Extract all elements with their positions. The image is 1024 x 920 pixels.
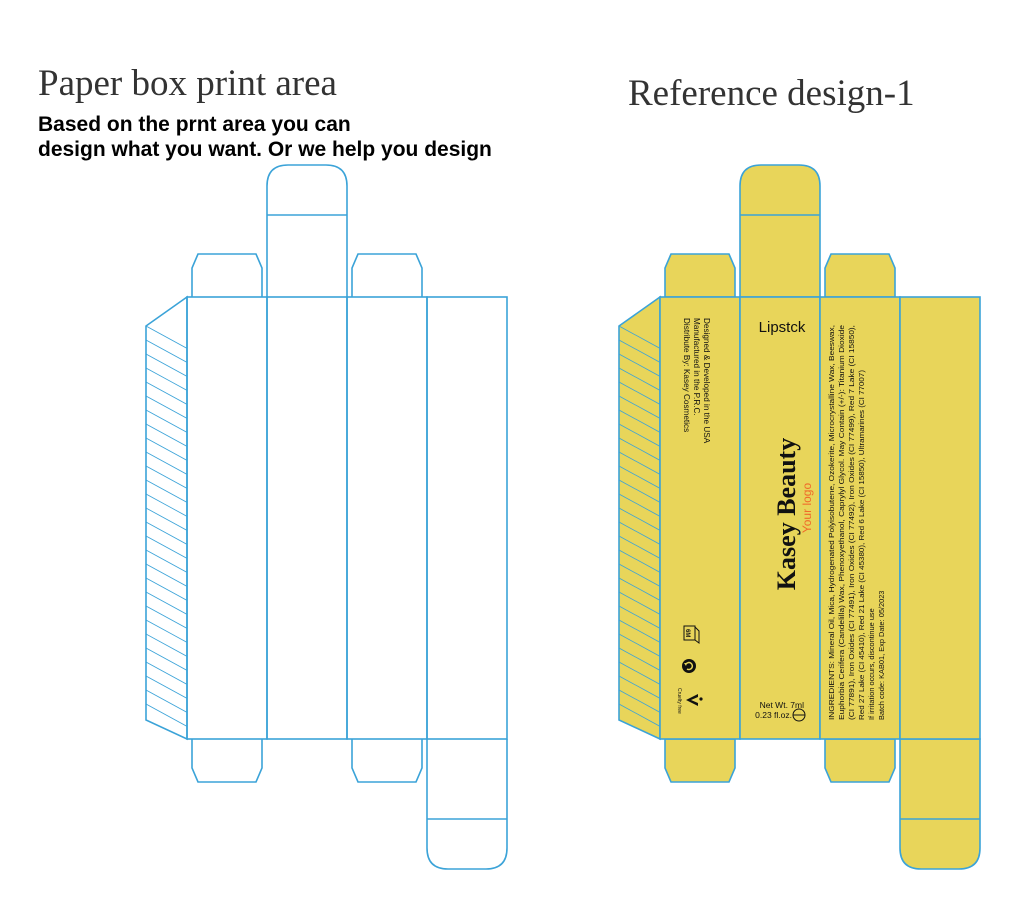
ref-glue-flap-hatching: [619, 325, 660, 729]
ref-panel-side: [899, 296, 981, 740]
cruelty-free-icon: Cruelty free: [676, 688, 703, 714]
subtitle-line-2: design what you want. Or we help you des…: [38, 138, 492, 161]
brand-name: Kasey Beauty: [772, 438, 801, 590]
ref-bottom-dust-flap-2: [824, 738, 896, 783]
net-weight-oz: 0.23 fl.oz.: [755, 710, 792, 720]
ref-panel-ingredients: [819, 296, 901, 740]
bottom-tuck-flap: [426, 739, 508, 870]
made-in-usa-text: Designed & Developed in the USA: [702, 318, 711, 444]
glue-flap-hatching: [146, 325, 187, 729]
pao-icon: 6M: [683, 625, 700, 644]
ingredients-line-4: Red 27 Lake (CI 45410), Red 21 Lake (CI …: [857, 370, 866, 720]
ingredients-line-1: INGREDIENTS: Mineral Oil, Mica, Hydrogen…: [827, 325, 836, 720]
distributor-text: Distribute By: Kasey Cosmetics: [682, 318, 691, 432]
ingredients-line-2: Euphorbia Cerifera (Candelilla) Wax, Phe…: [837, 325, 846, 720]
ref-top-dust-flap-1: [664, 253, 736, 298]
ref-top-dust-flap-2: [824, 253, 896, 298]
ingredients-line-3: (CI 77891), Iron Oxides (CI 77491), Iron…: [847, 325, 856, 720]
logo-text: Your logo: [800, 483, 814, 534]
top-tuck-flap: [266, 164, 348, 297]
subtitle-line-1: Based on the prnt area you can: [38, 113, 351, 136]
ref-panel-front: [739, 296, 821, 740]
ref-panel-back: [659, 296, 741, 740]
recycle-icon: [682, 659, 696, 673]
bottom-dust-flap-2: [351, 739, 423, 783]
top-dust-flap-2: [351, 253, 423, 297]
pao-label: 6M: [684, 629, 690, 637]
reference-design-title: Reference design-1: [628, 73, 915, 114]
ingredients-line-6: Batch code: KAB01, Exp Date: 05/2023: [877, 591, 886, 720]
ref-glue-flap: [618, 295, 661, 741]
ref-bottom-tuck-flap: [899, 738, 981, 870]
ref-bottom-dust-flap-1: [664, 738, 736, 783]
ingredients-line-5: If irritation occurs, discontinue use: [867, 608, 876, 720]
estimated-sign-icon: [792, 708, 806, 722]
cruelty-free-label: Cruelty free: [676, 688, 682, 714]
manufactured-text: Manufactured in the P.R.C.: [692, 318, 701, 416]
net-weight-ml: Net Wt. 7ml: [760, 700, 805, 710]
product-label: Lipstck: [759, 319, 806, 336]
top-dust-flap-1: [191, 253, 263, 297]
print-area-title: Paper box print area: [38, 63, 337, 104]
ref-top-tuck-flap: [739, 164, 821, 298]
panel-4: [426, 296, 508, 740]
print-area-subtitle: Based on the prnt area you can design wh…: [38, 112, 598, 162]
bottom-dust-flap-1: [191, 739, 263, 783]
